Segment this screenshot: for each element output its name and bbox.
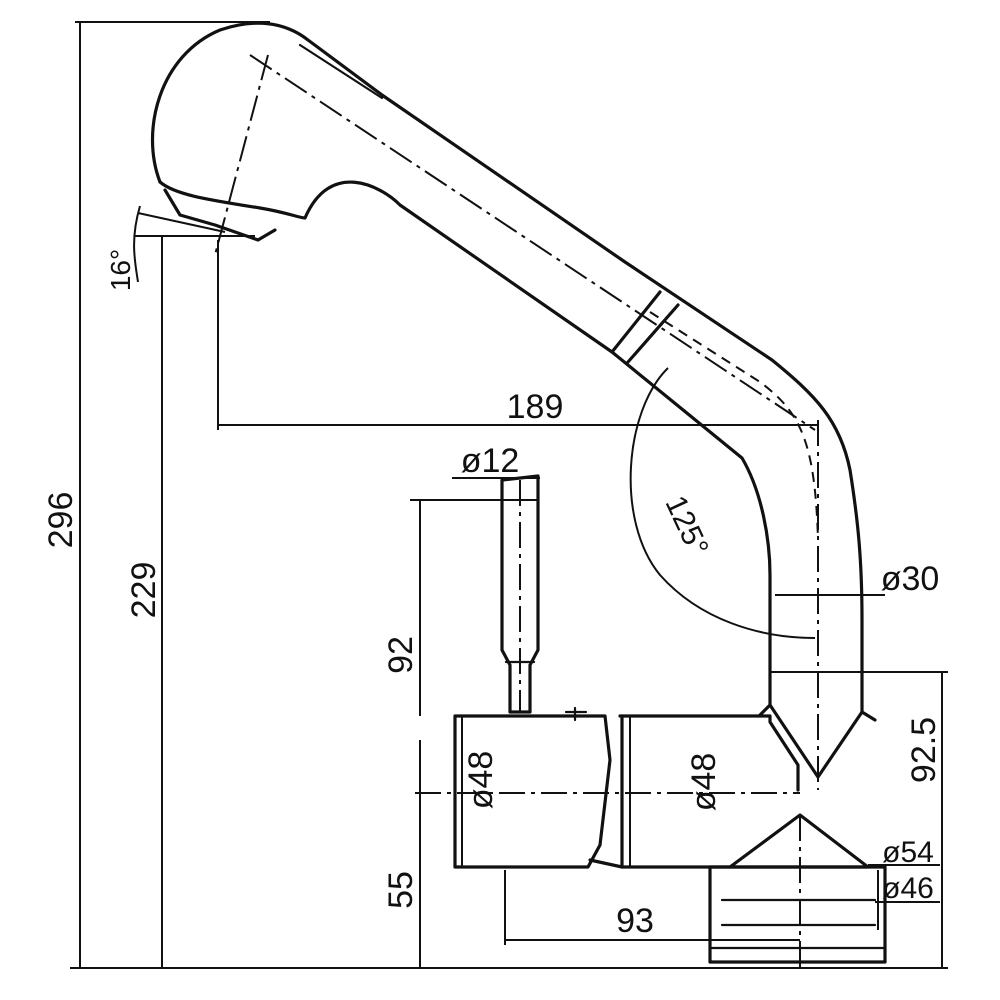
label-189: 189 bbox=[507, 388, 564, 426]
label-229: 229 bbox=[125, 562, 163, 619]
spray-head-underside bbox=[158, 180, 772, 717]
label-125-deg: 125° bbox=[659, 491, 715, 561]
dimension-lines bbox=[70, 21, 948, 969]
label-d46: ø46 bbox=[882, 872, 934, 905]
label-d48-left: ø48 bbox=[462, 751, 500, 810]
dim-125-arc bbox=[629, 367, 816, 639]
spout-inner-path bbox=[649, 311, 819, 541]
center-lines bbox=[214, 54, 819, 968]
dim-16-ray bbox=[137, 212, 226, 233]
handle-lever bbox=[500, 474, 540, 714]
label-d48-right: ø48 bbox=[685, 753, 723, 812]
label-92-5: 92.5 bbox=[905, 717, 943, 783]
base-flange-ring bbox=[710, 898, 885, 950]
dimension-labels: 296 229 16° 189 125° ø12 92 ø30 92.5 ø48… bbox=[42, 249, 943, 940]
faucet-outline bbox=[150, 21, 887, 964]
label-92: 92 bbox=[382, 636, 420, 674]
spray-axis bbox=[249, 54, 816, 431]
label-93: 93 bbox=[616, 902, 654, 940]
spray-head-outline bbox=[150, 21, 877, 722]
spout-band bbox=[610, 290, 680, 364]
label-55: 55 bbox=[382, 871, 420, 909]
base-flange bbox=[708, 865, 887, 964]
label-d12: ø12 bbox=[461, 442, 520, 480]
spray-head-crease bbox=[298, 43, 384, 100]
label-d54: ø54 bbox=[882, 836, 934, 869]
label-296: 296 bbox=[42, 492, 80, 549]
spray-head-axis bbox=[214, 54, 269, 256]
body-right-cylinder bbox=[618, 714, 800, 792]
body-left-cylinder bbox=[453, 714, 612, 869]
label-16-deg: 16° bbox=[105, 249, 136, 291]
handle-tick bbox=[564, 706, 588, 722]
label-d30: ø30 bbox=[881, 560, 940, 598]
dim-16-arc bbox=[133, 205, 141, 283]
spray-nozzle bbox=[163, 188, 277, 242]
